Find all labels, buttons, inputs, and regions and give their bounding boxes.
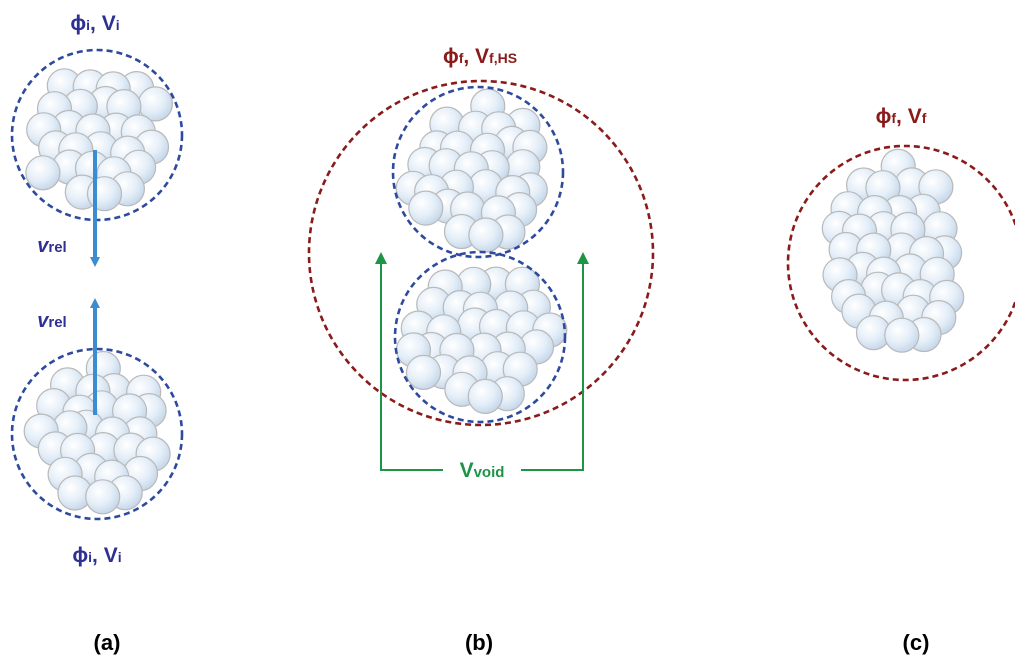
panel-c: ϕf, Vf (c) bbox=[786, 105, 1015, 655]
particle bbox=[85, 479, 121, 515]
particle bbox=[405, 354, 442, 390]
panel-c-label: ϕf, Vf bbox=[876, 105, 927, 128]
particle bbox=[884, 317, 920, 353]
cluster-boundary-lower bbox=[393, 250, 567, 424]
vrel-label-bottom: vrel bbox=[37, 310, 66, 332]
cluster-boundary-upper bbox=[391, 85, 565, 259]
particle-cluster-upper bbox=[395, 88, 548, 253]
particle-cluster-merged bbox=[821, 148, 965, 353]
panel-b-caption: (b) bbox=[465, 630, 493, 655]
cluster-boundary-bottom bbox=[10, 347, 184, 521]
panel-a-top-label: ϕi, Vi bbox=[70, 12, 119, 35]
void-arrow-left bbox=[375, 252, 387, 264]
particle bbox=[25, 155, 61, 191]
panel-c-caption: (c) bbox=[903, 630, 930, 655]
vrel-label-top: vrel bbox=[37, 235, 66, 257]
particle-cluster-bottom bbox=[23, 350, 171, 515]
merged-boundary bbox=[786, 144, 1015, 382]
particle bbox=[408, 190, 444, 226]
panel-b: ϕf, Vf,HS Vvoid (b) bbox=[307, 45, 655, 655]
particle bbox=[468, 217, 504, 253]
panel-a-bottom-label: ϕi, Vi bbox=[72, 544, 121, 567]
panel-a-caption: (a) bbox=[94, 630, 121, 655]
particle bbox=[467, 378, 503, 414]
void-volume-label: Vvoid bbox=[460, 459, 505, 482]
particle-cluster-top bbox=[25, 68, 173, 212]
particle bbox=[86, 176, 123, 212]
void-bracket bbox=[380, 262, 584, 471]
panel-a: ϕi, Vi vrel vrel ϕi, Vi (a) bbox=[10, 12, 184, 655]
panel-b-label: ϕf, Vf,HS bbox=[443, 45, 517, 68]
particle-cluster-lower bbox=[395, 266, 568, 414]
void-arrow-right bbox=[577, 252, 589, 264]
hard-sphere-boundary bbox=[307, 79, 655, 427]
